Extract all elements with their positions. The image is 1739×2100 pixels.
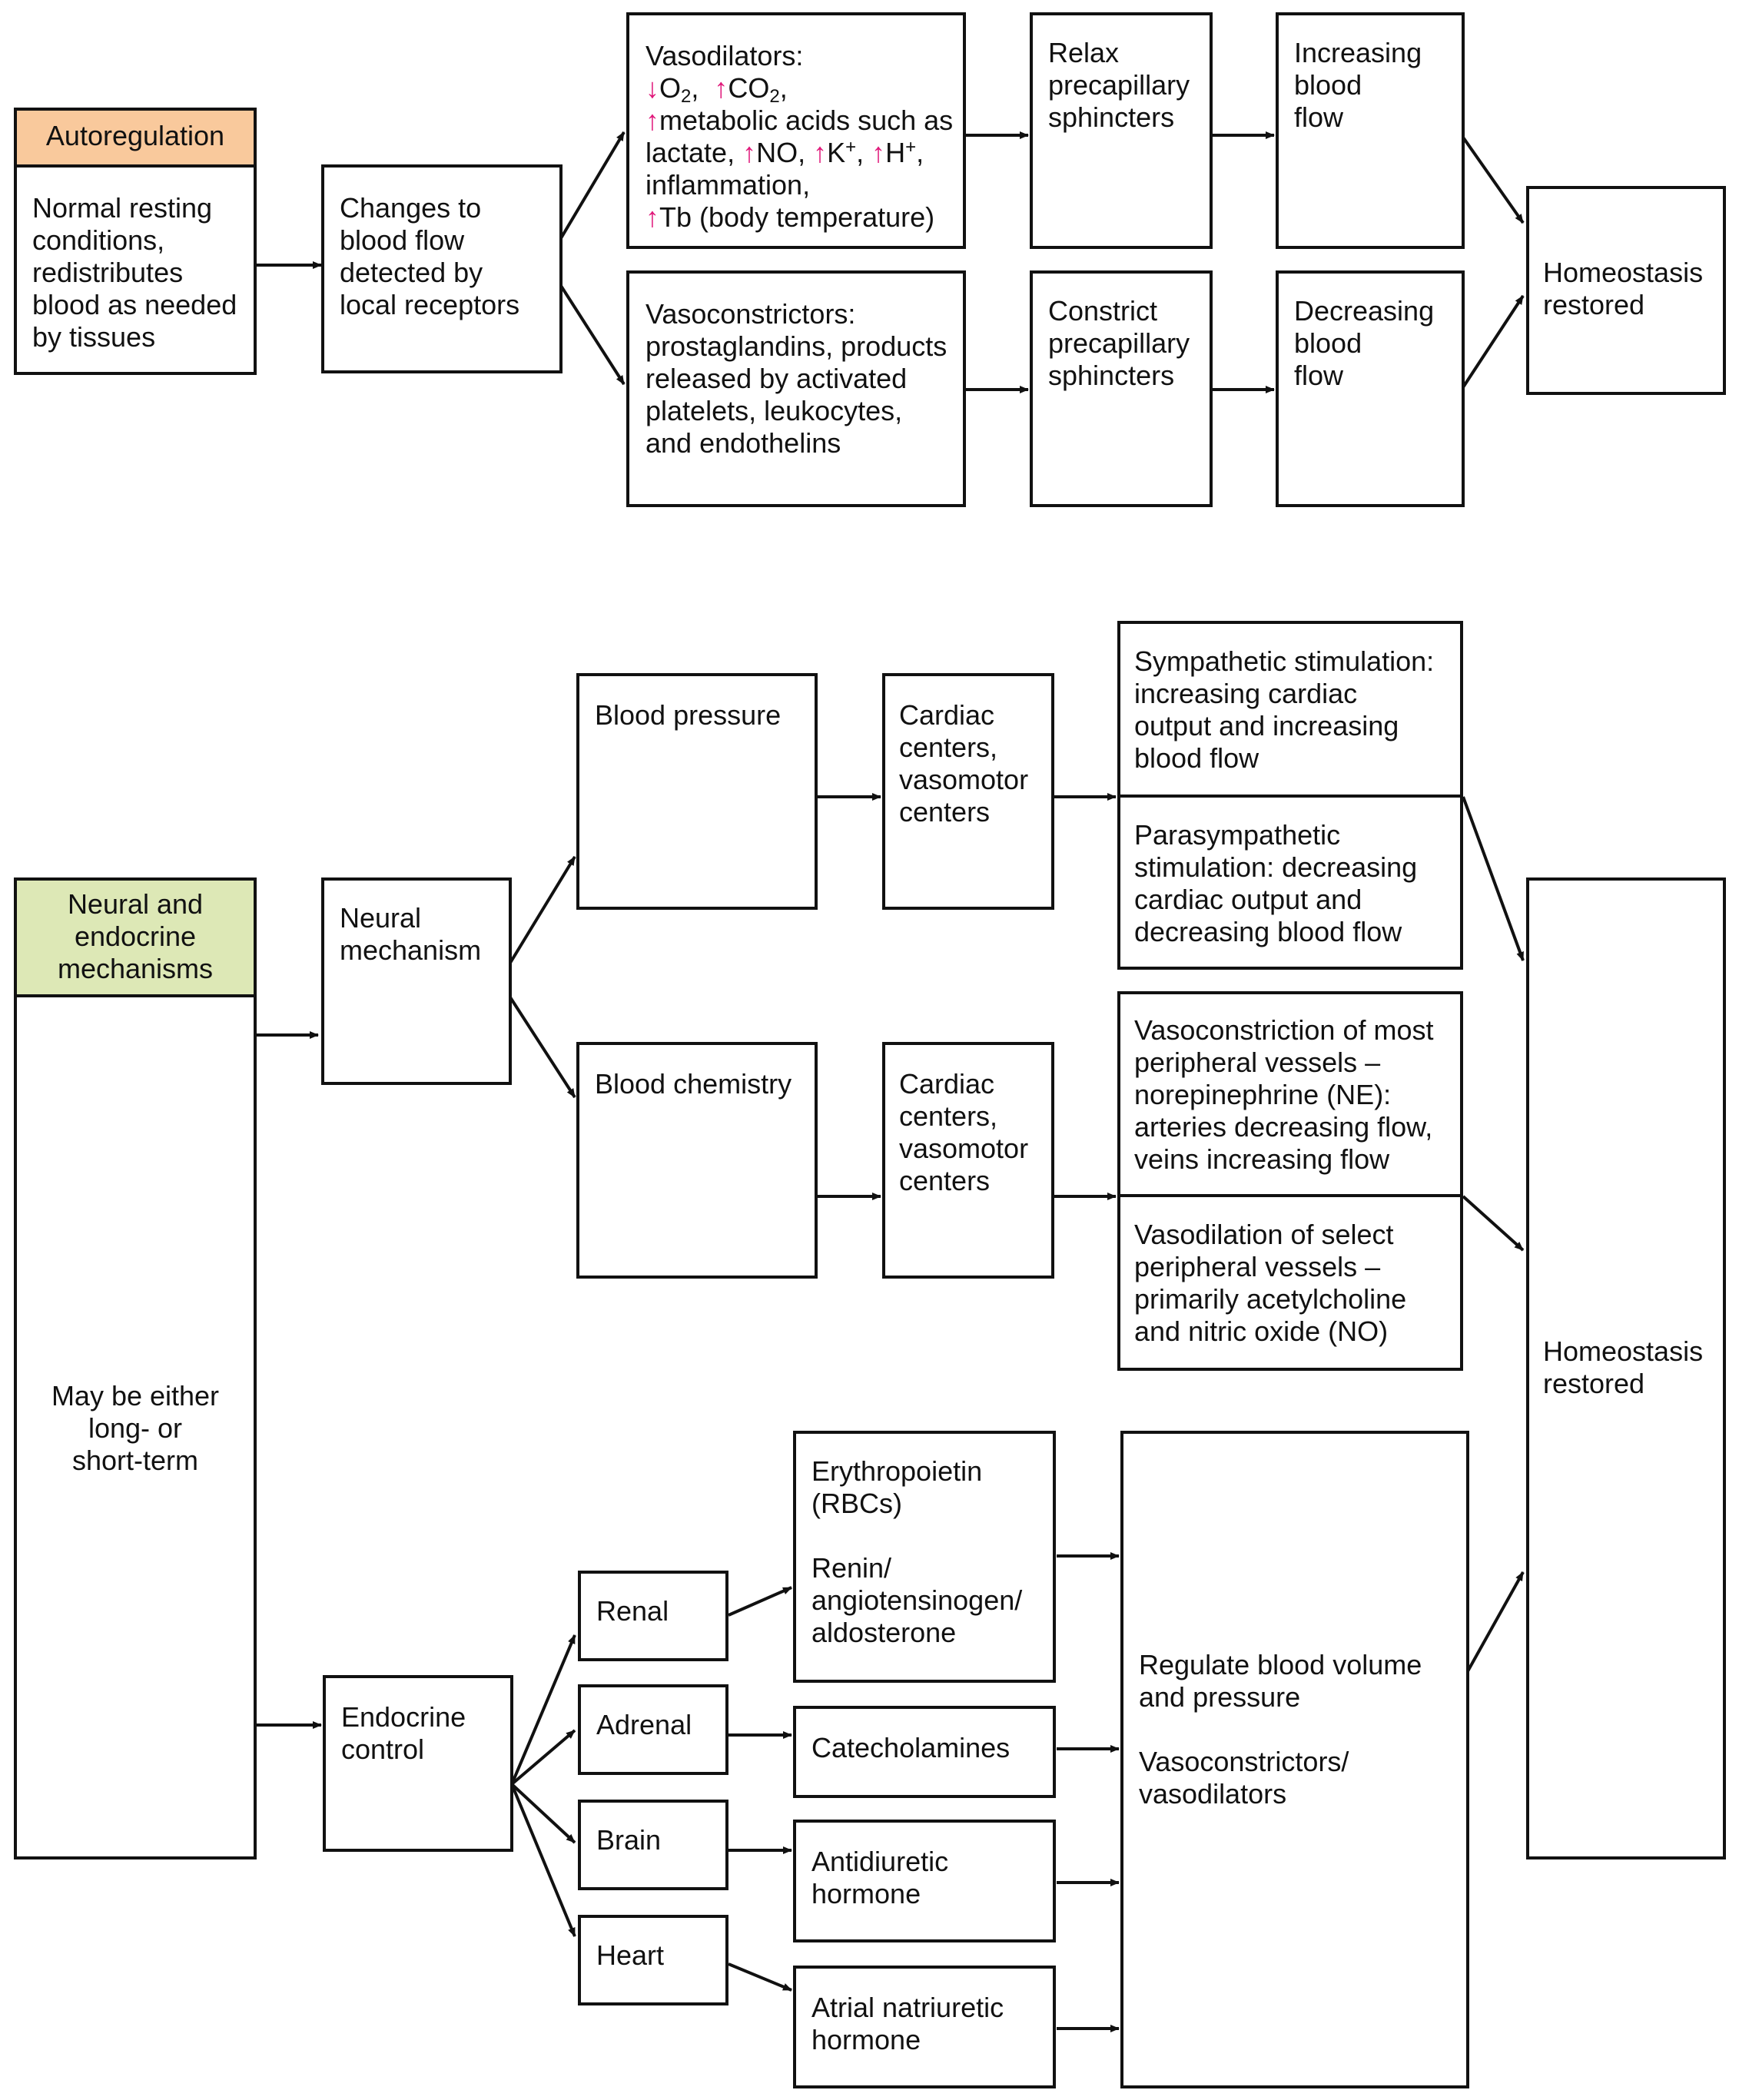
heart-text: Heart [596,1939,665,1971]
increasing-flow-text: Increasing blood flow [1294,37,1422,133]
constrict-text: Constrict precapillary sphincters [1048,295,1190,391]
autoregulation-header-cell [14,108,257,168]
arrow-detect-to-vasoconstrictors [559,284,626,386]
catecholamines-text: Catecholamines [811,1732,1011,1763]
arrow-endocrine-to-adrenal [510,1729,576,1786]
autoreg-homeostasis-text: Homeostasis restored [1543,257,1704,320]
up-arrow-icon: ↑ [645,201,659,233]
arrow-endocrine-to-renal [510,1634,576,1785]
vasodilation-box [1117,1194,1463,1371]
vasodilators-ions: lactate, ↑NO, ↑K+, ↑H+, [645,137,924,168]
relax-box [1030,12,1213,249]
vasoconstriction-text: Vasoconstriction of most peripheral vess… [1134,1014,1434,1175]
catecholamines-box [793,1706,1056,1798]
detect-text: Changes to blood flow detected by local … [340,192,520,320]
antidiuretic-box [793,1820,1056,1942]
erythropoietin-text: Erythropoietin (RBCs) Renin/ angiotensin… [811,1455,1023,1648]
constrict-box [1030,270,1213,507]
vasodilators-title: Vasodilators: [645,40,804,71]
arrow-heart-to-atrial [728,1962,792,1992]
vasodilators-gases: ↓O2, ↑CO2, [645,72,788,107]
atrial-text: Atrial natriuretic hormone [811,1992,1004,2055]
neural-endocrine-header: Neural and endocrine mechanisms [57,888,214,984]
blood-pressure-box [576,673,818,910]
sympathetic-text: Sympathetic stimulation: increasing card… [1134,645,1435,774]
renal-text: Renal [596,1595,669,1627]
parasympathetic-box [1117,795,1463,970]
neural-endocrine-header-cell [14,877,257,997]
sympathetic-box [1117,621,1463,798]
arrow-endocrine-to-brain [510,1783,576,1844]
erythropoietin-box [793,1431,1056,1683]
blood-chemistry-text: Blood chemistry [595,1068,792,1100]
brain-box [578,1800,728,1890]
up-arrow-icon: ↑ [871,137,886,168]
endocrine-control-box [323,1675,513,1852]
renal-box [578,1571,728,1661]
atrial-box [793,1966,1056,2088]
arrow-mechanism-to-chemistry [509,996,576,1099]
increasing-flow-box [1276,12,1465,249]
arrow-mechanism-to-pressure [509,855,576,964]
parasympathetic-text: Parasympathetic stimulation: decreasing … [1134,819,1418,947]
vasodilators-acids: ↑metabolic acids such as [645,105,954,136]
arrow-renal-to-erythropoietin [728,1586,792,1617]
down-arrow-icon: ↓ [645,72,659,104]
up-arrow-icon: ↑ [742,137,757,168]
adrenal-box [578,1684,728,1775]
arrow-vascular-to-homeostasis [1462,1195,1525,1252]
vasodilators-box [626,12,966,249]
arrow-autonomic-to-homeostasis [1462,796,1525,961]
cardiac-centers-box-1 [882,673,1054,910]
neural-homeostasis-text: Homeostasis restored [1543,1335,1704,1399]
neural-homeostasis-box [1526,877,1726,1859]
regulate-text: Regulate blood volume and pressure Vasoc… [1139,1649,1422,1810]
arrow-decreasing-to-homeostasis [1460,294,1525,391]
vasoconstrictors-box [626,270,966,507]
up-arrow-icon: ↑ [813,137,828,168]
arrow-regulate-to-homeostasis [1466,1571,1525,1672]
blood-pressure-text: Blood pressure [595,699,782,731]
antidiuretic-text: Antidiuretic hormone [811,1846,949,1909]
cardiac-centers-box-2 [882,1042,1054,1279]
relax-text: Relax precapillary sphincters [1048,37,1190,133]
autoregulation-header: Autoregulation [45,120,225,151]
endocrine-control-text: Endocrine control [341,1701,466,1765]
arrow-endocrine-to-heart [510,1783,576,1937]
vasodilation-text: Vasodilation of select peripheral vessel… [1134,1219,1407,1347]
neural-mechanism-box [321,877,512,1085]
detect-box [321,164,563,373]
decreasing-flow-text: Decreasing blood flow [1294,295,1435,391]
vasodilators-text: Vasodilators: ↓O2, ↑CO2, ↑metabolic acid… [645,40,961,234]
cardiac-centers-text-2: Cardiac centers, vasomotor centers [899,1068,1029,1196]
up-arrow-icon: ↑ [714,72,728,104]
heart-box [578,1915,728,2005]
arrow-detect-to-vasodilators [559,131,626,240]
autoreg-homeostasis-box [1526,186,1726,395]
neural-endocrine-box [14,877,257,1859]
vasodilators-inflammation: inflammation, [645,169,811,201]
adrenal-text: Adrenal [596,1709,692,1740]
arrow-increasing-to-homeostasis [1460,134,1525,224]
up-arrow-icon: ↑ [645,105,659,136]
autoregulation-description: Normal resting conditions, redistributes… [32,192,237,353]
regulate-box [1120,1431,1469,2088]
vasodilators-temperature: ↑Tb (body temperature) [645,201,935,233]
cardiac-centers-text-1: Cardiac centers, vasomotor centers [899,699,1029,828]
vasoconstriction-box [1117,991,1463,1197]
blood-chemistry-box [576,1042,818,1279]
brain-text: Brain [596,1824,662,1856]
neural-endocrine-description: May be either long- or short-term [51,1380,220,1476]
vasoconstrictors-text: Vasoconstrictors: prostaglandins, produc… [645,298,947,459]
neural-mechanism-text: Neural mechanism [340,902,482,966]
decreasing-flow-box [1276,270,1465,507]
